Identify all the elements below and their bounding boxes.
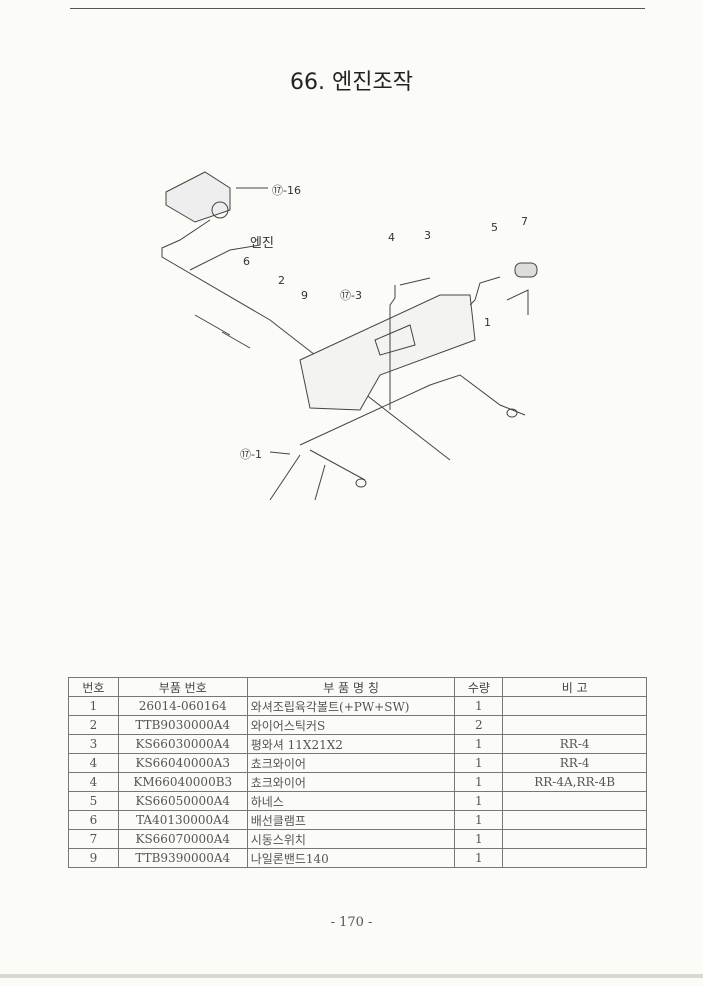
- table-header-row: 번호 부품 번호 부 품 명 칭 수량 비 고: [68, 677, 647, 697]
- cell-no: 9: [68, 848, 119, 868]
- exploded-parts-diagram: ⑰-16 엔진 6 2 9 4 3 5 7 ⑰-3 1 ⑰-1: [150, 160, 550, 501]
- cell-no: 4: [68, 772, 119, 792]
- scan-edge: [0, 974, 703, 978]
- cell-quantity: 1: [454, 753, 504, 773]
- cell-part-number: KM66040000B3: [117, 772, 248, 792]
- callout-3: 3: [424, 229, 431, 242]
- cell-no: 1: [68, 696, 119, 716]
- cell-remarks: [502, 791, 647, 811]
- page-title: 66. 엔진조작: [290, 70, 413, 95]
- cell-quantity: 2: [454, 715, 504, 735]
- cell-quantity: 1: [454, 848, 504, 868]
- callout-7: 7: [521, 215, 528, 228]
- cell-part-name: 나일론밴드140: [246, 848, 456, 868]
- cell-part-name: 쵸크와이어: [246, 753, 456, 773]
- cell-part-number: KS66030000A4: [117, 734, 248, 754]
- cell-no: 6: [68, 810, 119, 830]
- callout-2: 2: [278, 274, 285, 287]
- cell-part-name: 배선클램프: [246, 810, 456, 830]
- cell-quantity: 1: [454, 829, 504, 849]
- callout-5: 5: [491, 221, 498, 234]
- callout-57-3: ⑰-3: [340, 289, 362, 302]
- header-quantity: 수량: [454, 677, 504, 697]
- cell-no: 7: [68, 829, 119, 849]
- header-rule: [70, 8, 645, 9]
- cell-part-name: 와이어스틱커S: [246, 715, 456, 735]
- cell-part-name: 시동스위치: [246, 829, 456, 849]
- callout-71-16: ⑰-16: [272, 184, 301, 197]
- cell-part-name: 평와셔 11X21X2: [246, 734, 456, 754]
- header-no: 번호: [68, 677, 119, 697]
- cell-no: 4: [68, 753, 119, 773]
- header-part-name: 부 품 명 칭: [246, 677, 456, 697]
- cell-remarks: [502, 848, 647, 868]
- page-number: - 170 -: [330, 915, 373, 930]
- cell-quantity: 1: [454, 810, 504, 830]
- cell-remarks: RR-4A,RR-4B: [502, 772, 647, 792]
- cell-part-number: 26014-060164: [117, 696, 248, 716]
- cell-remarks: [502, 829, 647, 849]
- cell-part-number: TTB9030000A4: [117, 715, 248, 735]
- cell-part-number: KS66070000A4: [117, 829, 248, 849]
- callout-4: 4: [388, 231, 395, 244]
- header-part-number: 부품 번호: [117, 677, 248, 697]
- cell-no: 2: [68, 715, 119, 735]
- cell-part-name: 하네스: [246, 791, 456, 811]
- cell-part-number: KS66050000A4: [117, 791, 248, 811]
- callout-engine: 엔진: [250, 236, 274, 251]
- header-remarks: 비 고: [502, 677, 647, 697]
- cell-quantity: 1: [454, 734, 504, 754]
- cell-remarks: [502, 715, 647, 735]
- cell-part-number: TA40130000A4: [117, 810, 248, 830]
- cell-part-name: 와셔조립육각볼트(+PW+SW): [246, 696, 456, 716]
- cell-quantity: 1: [454, 791, 504, 811]
- cell-remarks: [502, 696, 647, 716]
- cell-no: 3: [68, 734, 119, 754]
- cell-quantity: 1: [454, 772, 504, 792]
- cell-quantity: 1: [454, 696, 504, 716]
- cell-remarks: [502, 810, 647, 830]
- cell-remarks: RR-4: [502, 734, 647, 754]
- cell-remarks: RR-4: [502, 753, 647, 773]
- cell-part-name: 쵸크와이어: [246, 772, 456, 792]
- callout-9: 9: [301, 289, 308, 302]
- cell-no: 5: [68, 791, 119, 811]
- callout-6: 6: [243, 255, 250, 268]
- callout-1: 1: [484, 316, 491, 329]
- cell-part-number: TTB9390000A4: [117, 848, 248, 868]
- callout-57-1: ⑰-1: [240, 448, 262, 461]
- cell-part-number: KS66040000A3: [117, 753, 248, 773]
- diagram-drawing: [161, 171, 538, 501]
